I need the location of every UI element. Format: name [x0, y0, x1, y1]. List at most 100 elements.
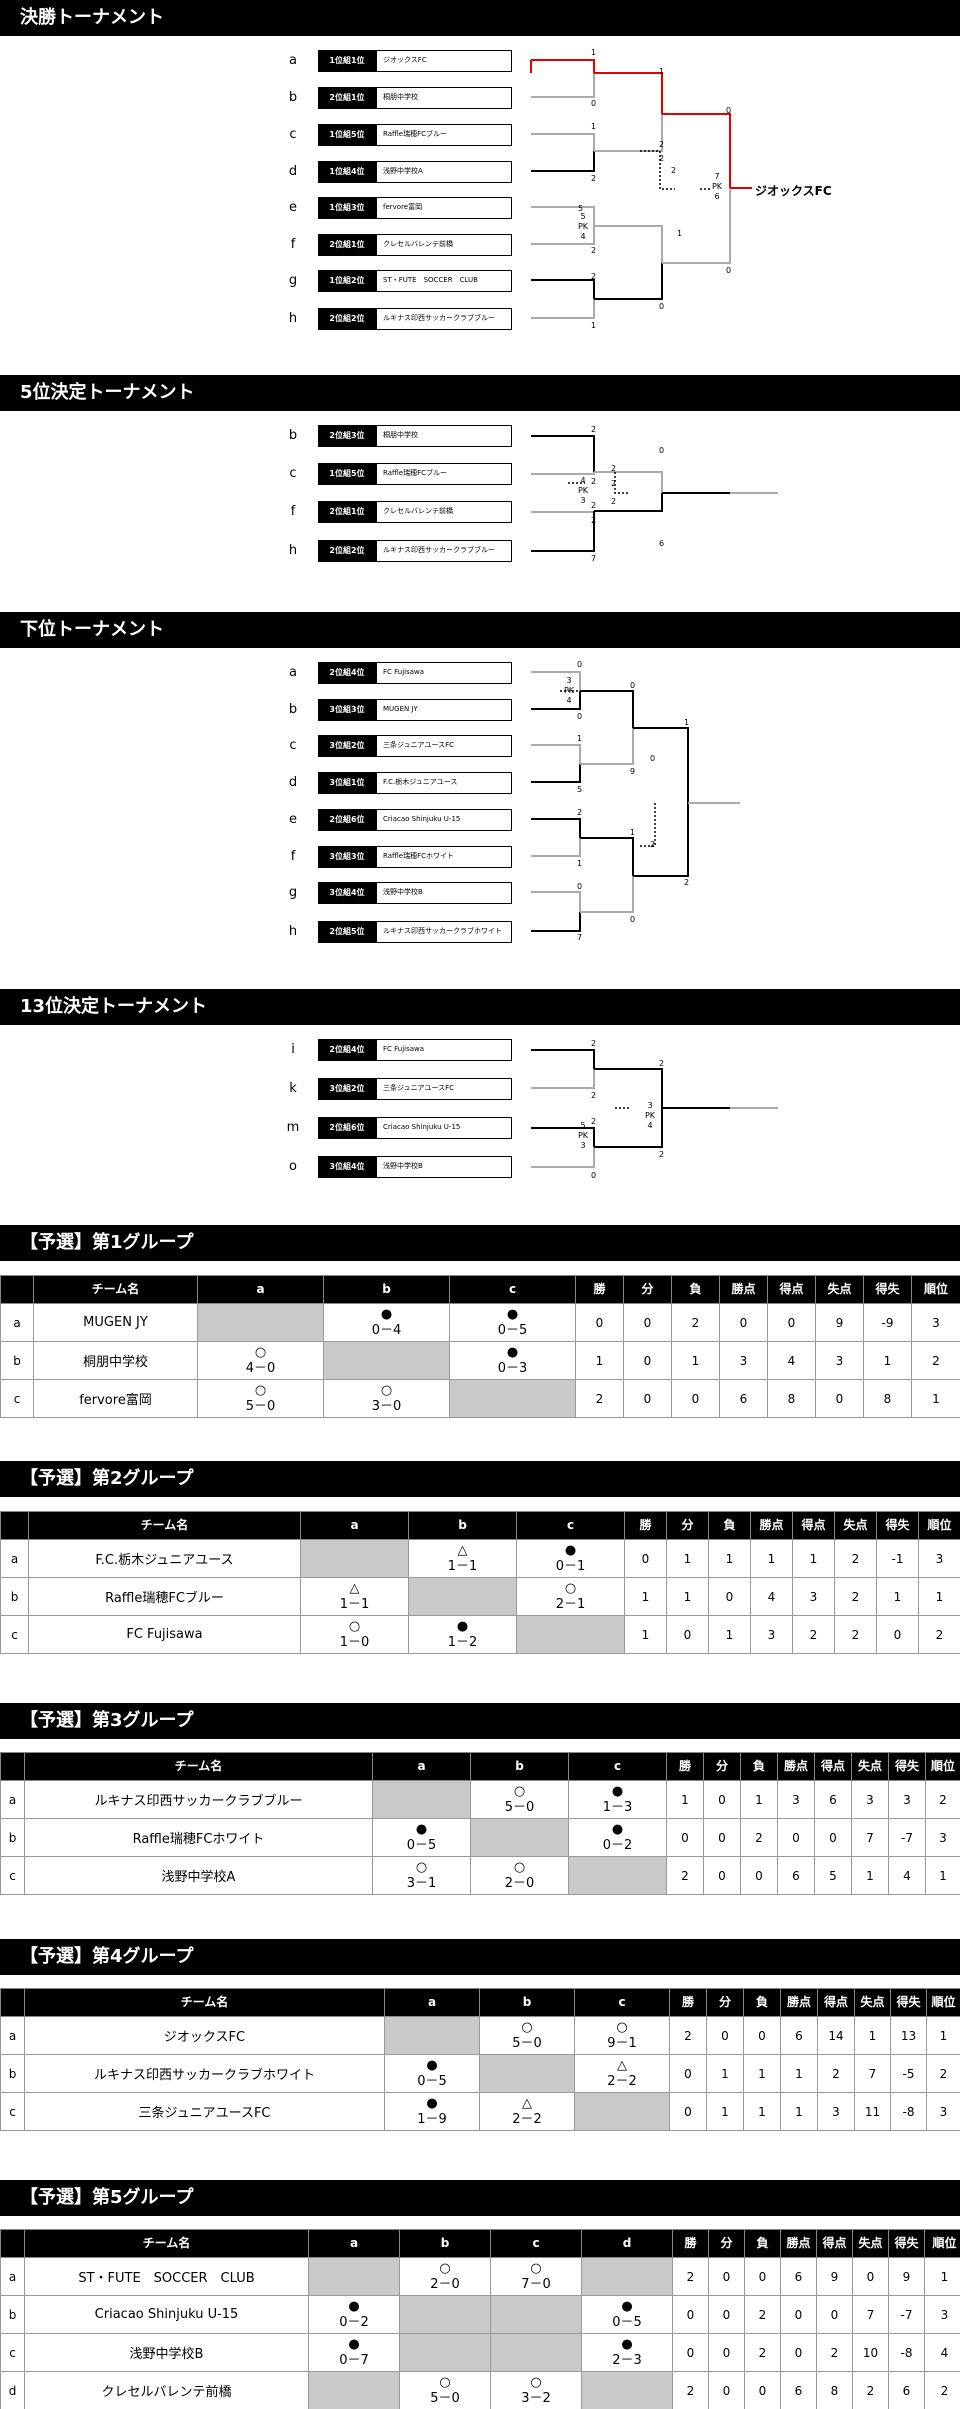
team-name: ルキナス印西サッカークラブホワイト [24, 2054, 385, 2093]
table-row: c FC Fujisawa ○ 1－0 ● 1－2 1 0 1 3 2 2 0 … [0, 1615, 960, 1654]
header-stat: 得失 [890, 1988, 927, 2017]
self-cell [384, 2016, 480, 2055]
match-score: 2 [659, 1059, 665, 1068]
stat-cell: 1 [854, 2016, 891, 2055]
header-opponent: a [384, 1988, 480, 2017]
stat-cell: 0 [780, 2333, 817, 2372]
match-score: 0 [726, 106, 732, 115]
header-opponent: a [308, 2229, 400, 2258]
table-header-row: チーム名 a b c d 勝 分 負 勝点 得点 失点 得失 順位 [0, 2229, 960, 2258]
stat-cell: 1 [671, 1341, 720, 1380]
header-stat: 得点 [817, 1988, 855, 2017]
pk-value: 3 [580, 496, 586, 505]
match-score: 2 [591, 174, 597, 183]
stat-cell: 0 [669, 2092, 707, 2131]
pk-value: 4 [566, 696, 572, 705]
stat-cell: 5 [814, 1856, 852, 1895]
seed-rank: 1位組4位 [318, 161, 376, 183]
row-id: b [0, 1577, 29, 1616]
group-table: チーム名 a b c d 勝 分 負 勝点 得点 失点 得失 順位 a ST・F… [0, 2229, 960, 2409]
stat-cell: -7 [888, 1818, 926, 1857]
seed-rank: 2位組4位 [318, 662, 376, 684]
match-score: 2 [650, 840, 656, 849]
champion-label: ジオックスFC [755, 184, 832, 198]
pk-label: PK [711, 182, 723, 191]
match-result: △ 2－2 [479, 2092, 575, 2131]
pk-score: 5 PK 3 [575, 1121, 591, 1151]
pk-score: 4 PK 3 [575, 476, 591, 506]
table-row: c 浅野中学校A ○ 3－1 ○ 2－0 2 0 0 6 5 1 4 1 [0, 1856, 960, 1895]
match-score: 2 [591, 516, 597, 525]
seed-letter: g [288, 885, 298, 900]
stat-cell: 2 [672, 2371, 709, 2409]
table-row: a ルキナス印西サッカークラブブルー ○ 5－0 ● 1－3 1 0 1 3 6… [0, 1780, 960, 1819]
self-cell [470, 1818, 569, 1857]
stat-cell: 0 [666, 1615, 709, 1654]
pk-value: 3 [566, 676, 572, 685]
stat-cell: 9 [815, 1303, 864, 1342]
stat-cell: 1 [792, 1539, 835, 1578]
stat-cell: -8 [888, 2333, 925, 2372]
match-result: ○ 3－2 [490, 2371, 582, 2409]
match-score: 1 [577, 859, 583, 868]
header-stat: 負 [743, 1988, 781, 2017]
team-name: 桐朋中学校 [376, 425, 512, 447]
stat-cell: 2 [740, 1818, 778, 1857]
header-stat: 得点 [792, 1511, 835, 1540]
stat-cell: 3 [918, 1539, 960, 1578]
seed-rank: 2位組6位 [318, 809, 376, 831]
table-row: d クレセルバレンテ前橋 ○ 5－0 ○ 3－2 2 0 0 6 8 2 6 2 [0, 2371, 960, 2409]
header-stat: 順位 [925, 1752, 960, 1781]
header-team: チーム名 [24, 1752, 373, 1781]
team-name: ルキナス印西サッカークラブブルー [376, 308, 512, 330]
seed-letter: d [288, 775, 298, 790]
header-stat: 勝点 [777, 1752, 815, 1781]
header-opponent: b [470, 1752, 569, 1781]
pk-label: PK [577, 486, 589, 495]
stat-cell: 1 [918, 1577, 960, 1616]
pk-label: PK [577, 222, 589, 231]
group-table: チーム名 a b c 勝 分 負 勝点 得点 失点 得失 順位 a ジオックスF… [0, 1988, 960, 2131]
stat-cell: 8 [816, 2371, 853, 2409]
header-cell [0, 1988, 25, 2017]
stat-cell: 2 [672, 2257, 709, 2296]
header-stat: 分 [623, 1275, 672, 1304]
bracket-lower: a 2位組4位 FC Fujisawa b 3位組3位 MUGEN JY c 3… [0, 648, 960, 958]
seed-rank: 1位組2位 [318, 270, 376, 292]
bracket-lines-thirteenth [531, 1049, 778, 1168]
stat-cell: 3 [750, 1615, 793, 1654]
stat-cell: 2 [834, 1539, 877, 1578]
stat-cell: -1 [876, 1539, 919, 1578]
row-id: c [0, 1856, 25, 1895]
match-score: 0 [577, 712, 583, 721]
stat-cell: 1 [851, 1856, 889, 1895]
stat-cell: 0 [708, 1577, 751, 1616]
team-name: Raffle瑞穂FCホワイト [24, 1818, 373, 1857]
pk-label: PK [563, 686, 575, 695]
header-stat: 勝点 [750, 1511, 793, 1540]
header-stat: 勝 [666, 1752, 704, 1781]
stat-cell: 7 [852, 2295, 889, 2334]
match-score: 5 [578, 204, 584, 213]
header-stat: 得失 [876, 1511, 919, 1540]
match-result: ● 0－4 [323, 1303, 450, 1342]
stat-cell: 6 [888, 2371, 925, 2409]
pk-value: 4 [647, 1121, 653, 1130]
stat-cell: -5 [890, 2054, 927, 2093]
stat-cell: 1 [624, 1615, 667, 1654]
match-result: ○ 5－0 [479, 2016, 575, 2055]
stat-cell: 1 [750, 1539, 793, 1578]
stat-cell: 0 [706, 2016, 744, 2055]
stat-cell: 1 [876, 1577, 919, 1616]
match-result: ● 0－5 [372, 1818, 471, 1857]
pk-value: 7 [714, 172, 720, 181]
stat-cell: 6 [780, 2016, 818, 2055]
header-stat: 得点 [814, 1752, 852, 1781]
stat-cell: 2 [744, 2295, 781, 2334]
header-stat: 失点 [815, 1275, 864, 1304]
match-score: 0 [659, 446, 665, 455]
stat-cell: 2 [817, 2054, 855, 2093]
team-name: FC Fujisawa [376, 1039, 512, 1061]
header-opponent: b [479, 1988, 575, 2017]
header-opponent: b [323, 1275, 450, 1304]
